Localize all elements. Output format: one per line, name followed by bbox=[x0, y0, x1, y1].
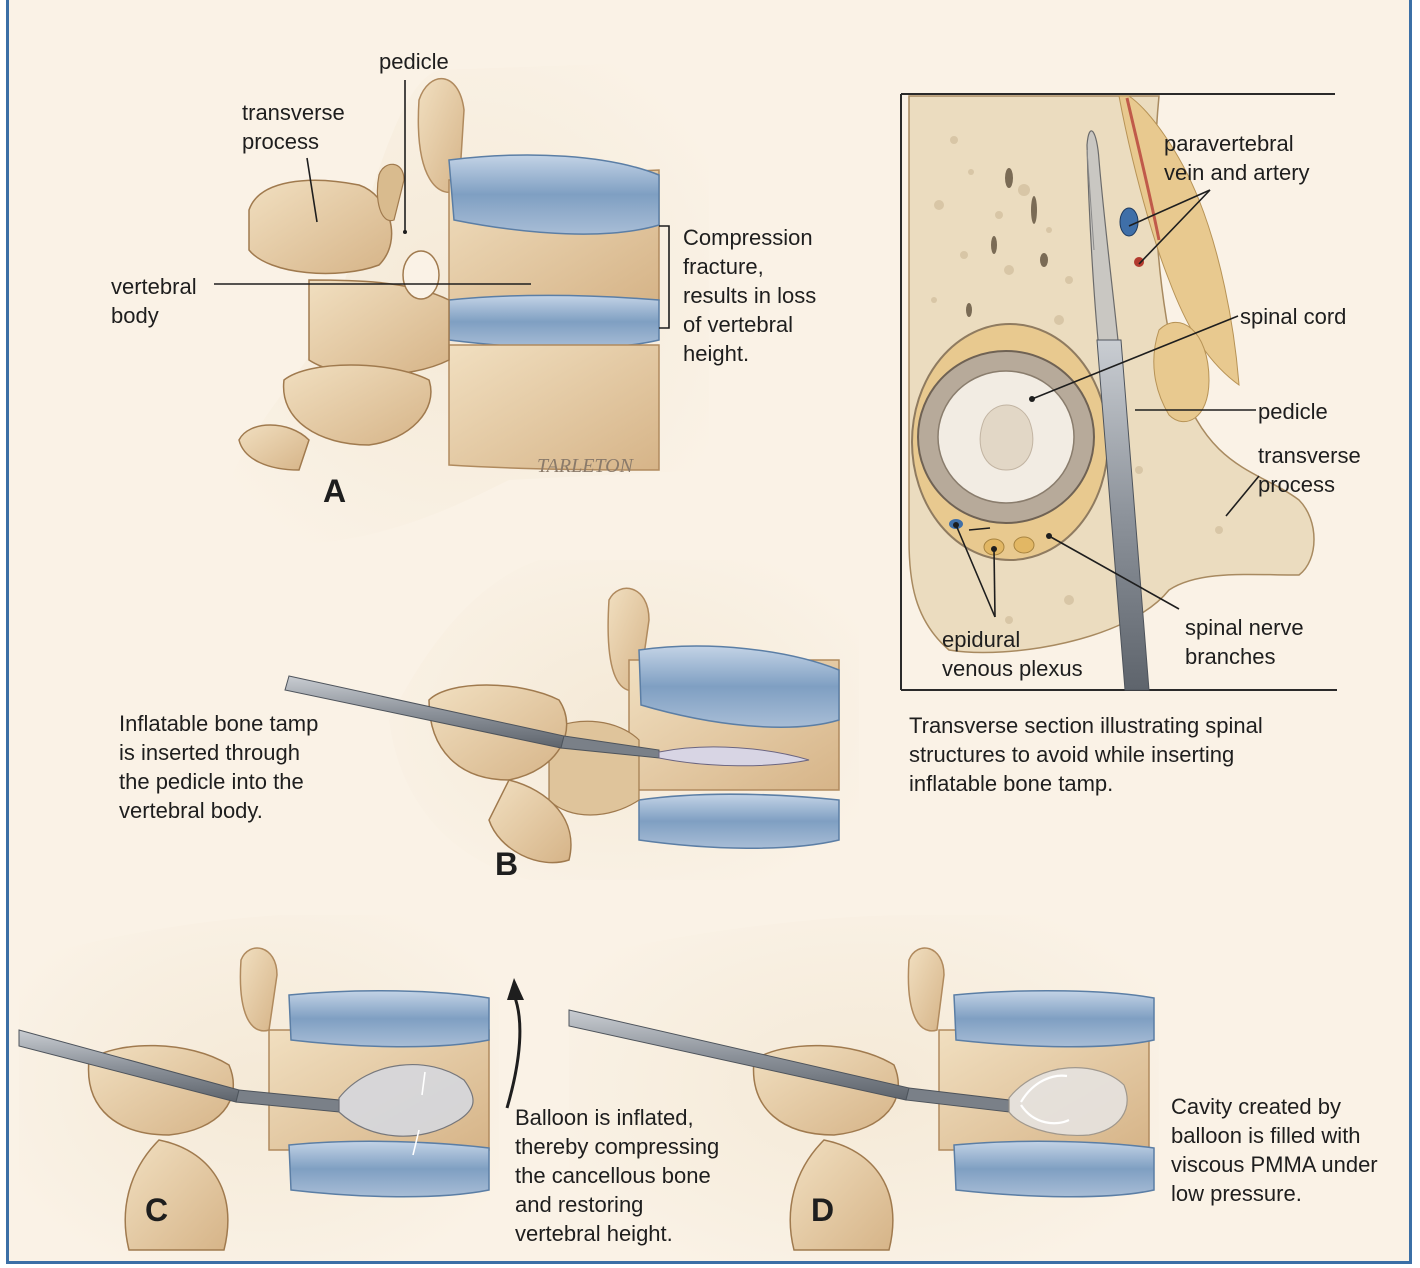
artist-signature: TARLETON bbox=[537, 455, 633, 478]
panel-letter-d: D bbox=[811, 1192, 834, 1229]
label-pedicle-inset: pedicle bbox=[1258, 397, 1328, 426]
label-transverse-process-a: transverse process bbox=[242, 98, 345, 156]
label-spinal-cord: spinal cord bbox=[1240, 302, 1346, 331]
caption-panel-b: Inflatable bone tamp is inserted through… bbox=[119, 709, 318, 825]
label-vertebral-body: vertebral body bbox=[111, 272, 197, 330]
panel-letter-c: C bbox=[145, 1192, 168, 1229]
caption-panel-d: Cavity created by balloon is filled with… bbox=[1171, 1092, 1378, 1208]
label-epidural-venous-plexus: epidural venous plexus bbox=[942, 625, 1083, 683]
panel-letter-b: B bbox=[495, 846, 518, 883]
transverse-process-shape bbox=[249, 180, 392, 273]
panel-b-illustration bbox=[285, 560, 859, 880]
label-pedicle-a: pedicle bbox=[379, 47, 449, 76]
label-paravertebral: paravertebral vein and artery bbox=[1164, 129, 1310, 187]
label-compression-fracture: Compression fracture, results in loss of… bbox=[683, 223, 816, 368]
caption-inset: Transverse section illustrating spinal s… bbox=[909, 711, 1263, 798]
disc-lower bbox=[449, 295, 659, 348]
label-transverse-process-inset: transverse process bbox=[1258, 441, 1361, 499]
caption-panel-c: Balloon is inflated, thereby compressing… bbox=[515, 1103, 719, 1248]
panel-letter-a: A bbox=[323, 473, 346, 510]
figure-frame: pedicle transverse process vertebral bod… bbox=[6, 0, 1412, 1264]
disc-upper bbox=[449, 155, 659, 234]
panel-c-illustration bbox=[19, 915, 499, 1260]
inflation-arrow bbox=[507, 995, 520, 1108]
label-spinal-nerve-branches: spinal nerve branches bbox=[1185, 613, 1304, 671]
